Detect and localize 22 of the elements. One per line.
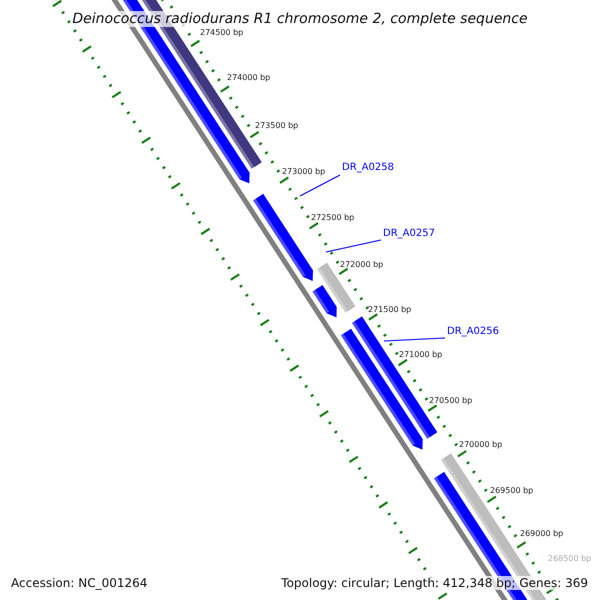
- accession-label: Accession: NC_001264: [9, 576, 150, 590]
- position-label: 269000 bp: [520, 530, 564, 538]
- gene-label: DR_A0257: [383, 229, 435, 239]
- position-label: 273000 bp: [282, 168, 326, 176]
- gene-label: DR_A0258: [342, 163, 394, 173]
- position-label: 274000 bp: [227, 74, 270, 82]
- position-label: 273500 bp: [255, 122, 298, 130]
- position-label: 272000 bp: [340, 261, 384, 269]
- position-label: 269500 bp: [490, 487, 534, 495]
- position-label: 272500 bp: [311, 214, 354, 222]
- leader-line: [326, 240, 382, 252]
- position-label: 271500 bp: [368, 306, 412, 314]
- position-label: 274500 bp: [200, 29, 244, 37]
- position-label: 270000 bp: [459, 441, 502, 449]
- position-label: 268500 bp: [548, 555, 592, 563]
- leader-line: [384, 338, 446, 342]
- position-label: 271000 bp: [399, 351, 442, 359]
- leader-line: [300, 174, 340, 196]
- map-title: Deinococcus radiodurans R1 chromosome 2, complete sequence: [70, 11, 530, 27]
- genome-info-label: Topology: circular; Length: 412,348 bp; Genes: 369: [279, 576, 590, 590]
- position-label: 270500 bp: [429, 397, 472, 405]
- gene-label: DR_A0256: [447, 327, 499, 337]
